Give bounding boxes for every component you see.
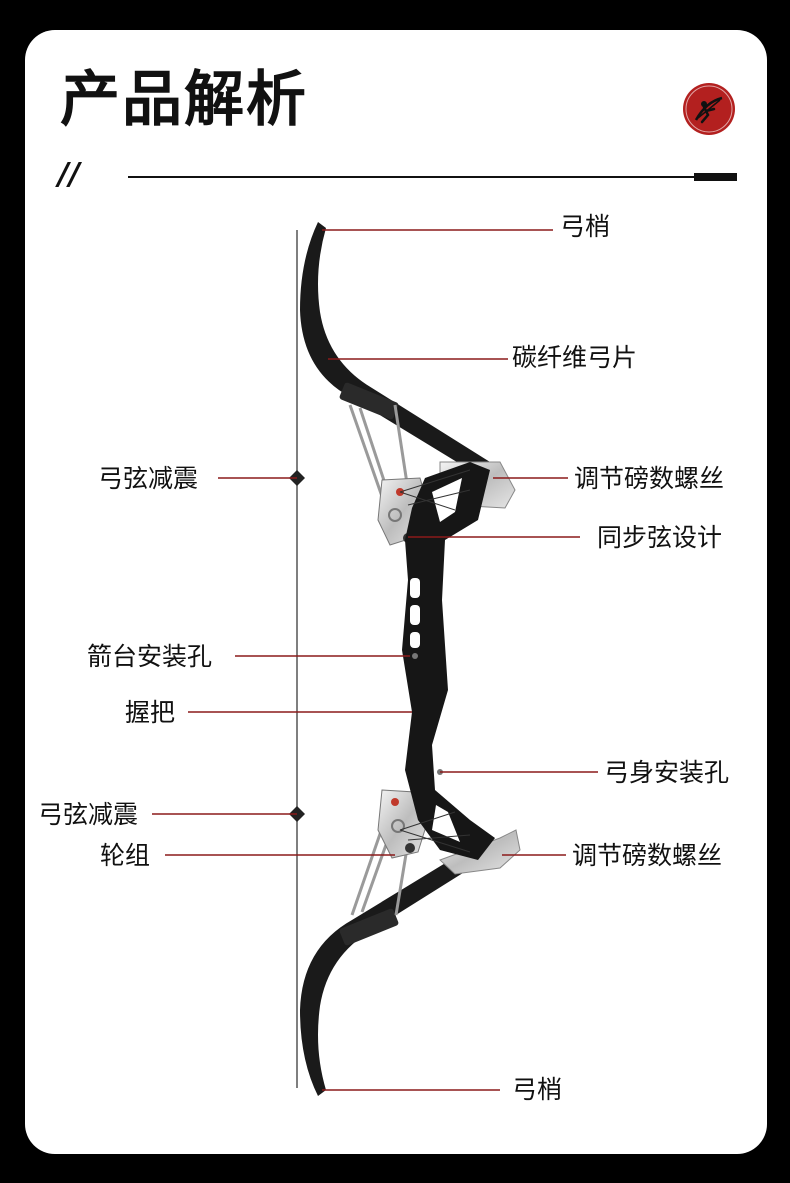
upper-limb [300, 222, 490, 470]
content-card [25, 30, 767, 1154]
label-grip: 握把 [125, 698, 176, 727]
riser [402, 462, 495, 860]
riser-cutout-bottom [432, 805, 460, 842]
label-sync-string: 同步弦设计 [597, 523, 723, 552]
sync-strings-bottom [399, 811, 471, 853]
label-draw-weight-screw-bottom: 调节磅数螺丝 [572, 841, 723, 870]
label-draw-weight-screw-top: 调节磅数螺丝 [574, 464, 725, 493]
page-title: 产品解析 [60, 65, 308, 135]
sync-strings-top [399, 469, 471, 511]
label-arrow-rest-hole: 箭台安装孔 [87, 642, 213, 671]
upper-axle-block [339, 382, 399, 420]
slash-mark: // [58, 157, 80, 192]
lower-axle-block [339, 908, 399, 946]
label-string-damper-top: 弓弦减震 [98, 464, 199, 493]
label-tip-top: 弓梢 [560, 212, 611, 241]
label-string-damper-bottom: 弓弦减震 [38, 800, 139, 829]
riser-window-1 [410, 578, 420, 598]
title-rule [128, 176, 694, 178]
label-riser-hole: 弓身安装孔 [604, 758, 730, 787]
arrow-rest-hole [412, 653, 418, 659]
archer-logo-icon [683, 83, 735, 135]
riser-window-3 [410, 632, 420, 648]
riser-cutout-top [432, 478, 462, 522]
label-carbon-limb: 碳纤维弓片 [512, 343, 638, 372]
label-tip-bottom: 弓梢 [512, 1075, 563, 1104]
riser-window-2 [410, 605, 420, 625]
title-rule-cap [694, 173, 737, 181]
lower-limb [300, 848, 490, 1096]
label-wheel-set: 轮组 [100, 841, 151, 870]
